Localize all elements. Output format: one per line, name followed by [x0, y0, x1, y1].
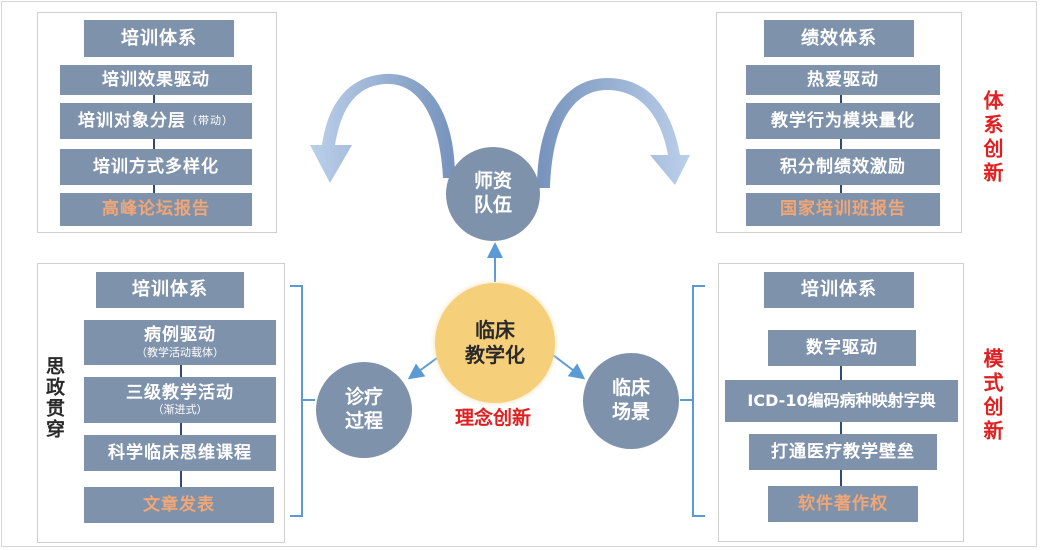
node-text: 队伍 [473, 194, 512, 216]
step-br-1: 数字驱动 [768, 330, 916, 366]
output-text: 国家培训班报告 [780, 199, 906, 220]
curved-arrow-left [310, 73, 455, 183]
step-connector [840, 366, 842, 380]
label-mode-innovation: 模式创新 [980, 348, 1004, 444]
step-tl-2: 培训对象分层（带动） [60, 103, 252, 139]
bracket-left [290, 285, 315, 517]
step-text: 三级教学活动 [126, 382, 234, 403]
output-tl: 高峰论坛报告 [60, 193, 252, 226]
step-tl-1: 培训效果驱动 [60, 65, 252, 95]
step-bl-3: 科学临床思维课程 [84, 435, 276, 471]
header-training-bl: 培训体系 [96, 272, 244, 308]
node-text: 教学化 [465, 343, 525, 367]
step-connector [840, 470, 842, 486]
output-text: 文章发表 [143, 494, 215, 515]
curved-arrow-right [537, 78, 690, 188]
label-concept-innovation: 理念创新 [455, 407, 532, 429]
node-text: 临床 [611, 377, 650, 400]
step-text: 培训效果驱动 [102, 69, 210, 90]
node-text: 场景 [611, 401, 650, 423]
connector-center-right [552, 354, 586, 380]
output-br: 软件著作权 [768, 486, 918, 522]
step-bl-1: 病例驱动（教学活动载体） [84, 320, 276, 365]
step-tr-2: 教学行为模块量化 [746, 103, 940, 139]
label-system-innovation: 体系创新 [980, 90, 1004, 186]
step-text: 科学临床思维课程 [108, 442, 252, 463]
step-connector [840, 139, 842, 149]
node-text: 师资 [473, 170, 512, 193]
step-connector [153, 185, 155, 193]
step-text: 教学行为模块量化 [771, 110, 915, 131]
step-connector [840, 422, 842, 434]
step-br-3: 打通医疗教学壁垒 [749, 434, 937, 470]
node-clinical-teaching: 临床 教学化 [435, 283, 555, 403]
node-faculty: 师资 队伍 [446, 147, 540, 241]
step-text: 病例驱动 [144, 325, 216, 346]
header-text: 培训体系 [121, 27, 197, 49]
step-connector [180, 423, 182, 435]
node-text: 诊疗 [344, 386, 383, 409]
step-connector [840, 95, 842, 103]
step-sub: （教学活动载体） [136, 345, 224, 359]
step-connector [153, 139, 155, 149]
step-text: 培训方式多样化 [93, 156, 219, 177]
node-text: 过程 [344, 410, 383, 432]
step-tr-3: 积分制绩效激励 [746, 149, 940, 185]
step-text: ICD-10编码病种映射字典 [747, 391, 936, 411]
header-text: 培训体系 [801, 279, 877, 301]
output-text: 高峰论坛报告 [102, 199, 210, 220]
step-tr-1: 热爱驱动 [746, 65, 940, 95]
step-sub: （渐进式） [152, 403, 208, 417]
step-br-2: ICD-10编码病种映射字典 [725, 380, 958, 422]
step-text: 积分制绩效激励 [780, 156, 906, 177]
node-text: 临床 [475, 318, 515, 342]
step-text: 数字驱动 [806, 337, 878, 358]
step-tl-3: 培训方式多样化 [60, 149, 252, 185]
output-bl: 文章发表 [84, 487, 274, 523]
step-bl-2: 三级教学活动（渐进式） [84, 377, 276, 423]
step-text: 培训对象分层 [78, 110, 186, 131]
node-clinical-scene: 临床 场景 [583, 353, 679, 449]
step-connector [180, 471, 182, 487]
connector-center-left [407, 357, 438, 380]
header-training-top: 培训体系 [84, 20, 234, 57]
header-text: 培训体系 [132, 279, 208, 301]
step-text: 打通医疗教学壁垒 [771, 441, 915, 462]
step-connector [180, 365, 182, 377]
output-text: 软件著作权 [798, 493, 888, 514]
step-connector [840, 185, 842, 193]
step-note: （带动） [186, 113, 234, 127]
step-text: 热爱驱动 [807, 69, 879, 90]
header-performance: 绩效体系 [764, 20, 914, 57]
label-ideology: 思政贯穿 [43, 356, 65, 440]
step-connector [153, 95, 155, 103]
header-text: 绩效体系 [801, 27, 877, 49]
header-training-br: 培训体系 [764, 272, 914, 308]
bracket-right [680, 285, 705, 517]
node-diagnosis-process: 诊疗 过程 [316, 362, 412, 458]
output-tr: 国家培训班报告 [746, 193, 940, 226]
